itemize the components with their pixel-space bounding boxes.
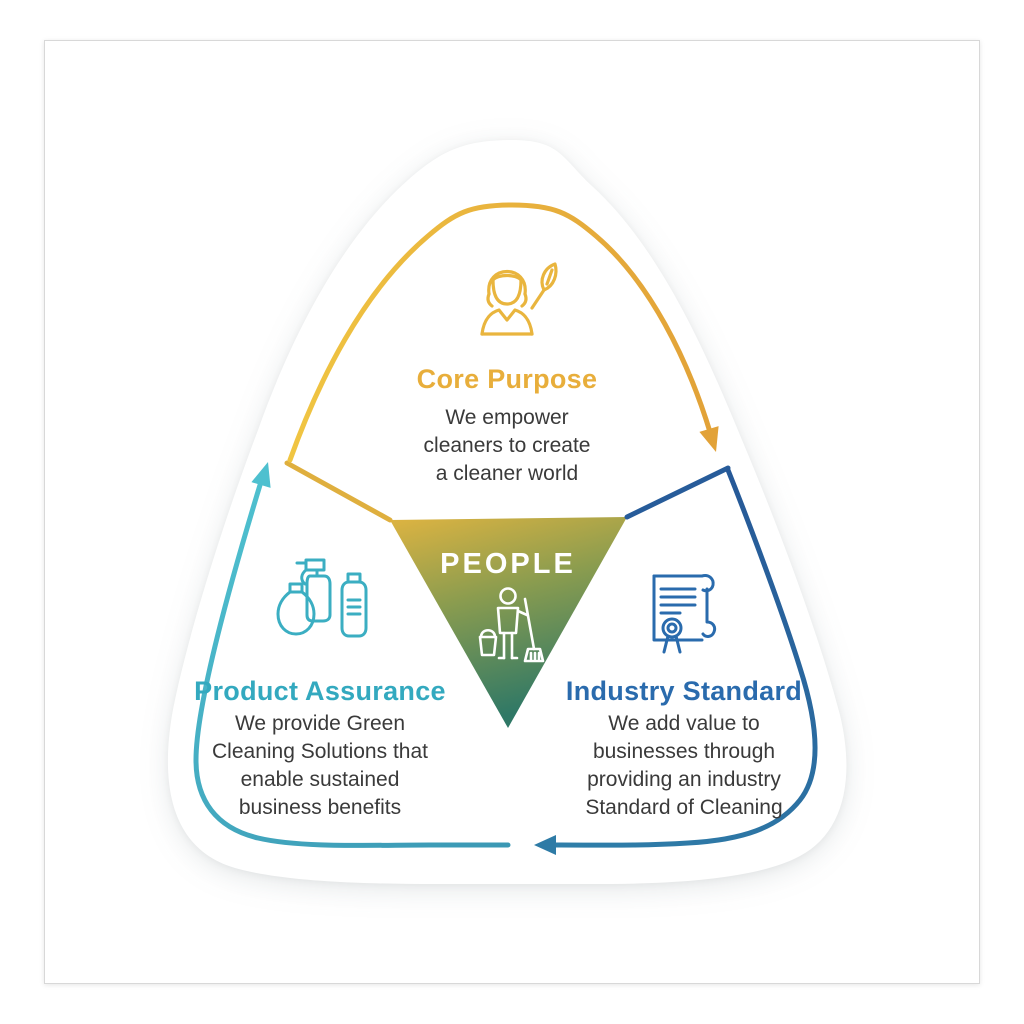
core-purpose-description: We empower cleaners to create a cleaner …: [423, 406, 591, 485]
janitor-with-mop-icon-strokes: [478, 587, 545, 663]
arrow-left-up: [251, 462, 271, 488]
people-label: PEOPLE: [440, 548, 576, 580]
blue-connector-line: [624, 465, 731, 520]
arrow-bottom-left: [534, 835, 556, 855]
janitor-with-mop-icon: [478, 587, 545, 663]
people-triangle: [390, 517, 627, 728]
gold-connector-line: [284, 460, 393, 523]
cleaning-products-icon-strokes: [276, 558, 368, 638]
triangle-plate: [167, 140, 847, 884]
cleaner-maid-icon-strokes: [480, 262, 558, 336]
cleaner-maid-icon: [480, 262, 558, 336]
cleaning-products-icon: [276, 558, 368, 638]
core-purpose-title: Core Purpose: [416, 364, 598, 394]
industry-standard-title: Industry Standard: [565, 676, 803, 706]
industry-standard-description: We add value to businesses through provi…: [585, 712, 783, 819]
certificate-icon: [652, 574, 717, 654]
flow-segment-right: [545, 467, 818, 848]
flow-segment-left: [193, 482, 511, 848]
product-assurance-description: We provide Green Cleaning Solutions that…: [212, 712, 428, 819]
product-assurance-title: Product Assurance: [194, 676, 446, 706]
arrow-top-right: [699, 426, 719, 452]
certificate-icon-strokes: [652, 574, 717, 654]
flow-segment-top: [287, 202, 713, 463]
